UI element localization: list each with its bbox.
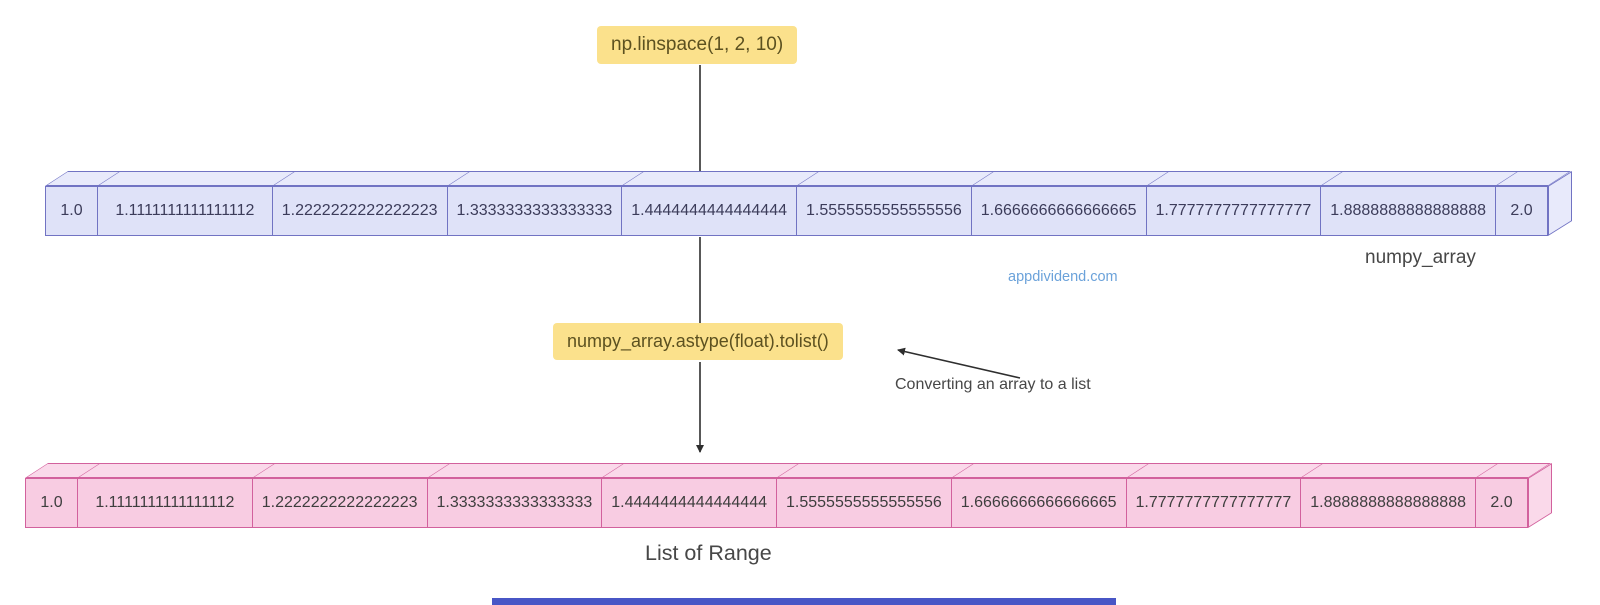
tolist-code-box: numpy_array.astype(float).tolist() — [553, 323, 843, 360]
list-array-front-face: 1.0 1.1111111111111112 1.222222222222222… — [25, 478, 1528, 528]
list-cell: 1.0 — [26, 479, 78, 527]
array-cell: 2.0 — [1510, 202, 1533, 219]
numpy-array-3d: 1.0 1.1111111111111112 1.222222222222222… — [45, 171, 1572, 236]
list-cell: 2.0 — [1490, 494, 1513, 511]
array-cell: 1.4444444444444444 — [622, 187, 797, 235]
linspace-code-box: np.linspace(1, 2, 10) — [597, 26, 798, 64]
numpy-array-front-face: 1.0 1.1111111111111112 1.222222222222222… — [45, 186, 1548, 236]
list-cell: 1.3333333333333333 — [428, 479, 603, 527]
array-cell: 1.5555555555555556 — [797, 187, 972, 235]
list-cell: 1.8888888888888888 — [1301, 479, 1476, 527]
array-cell: 1.0 — [46, 187, 98, 235]
list-cell: 1.2222222222222223 — [253, 479, 428, 527]
numpy-array-top-face — [45, 171, 1572, 186]
bottom-accent-bar — [492, 598, 1116, 605]
array-cell: 1.7777777777777777 — [1147, 187, 1322, 235]
list-cell: 1.6666666666666665 — [952, 479, 1127, 527]
list-cell: 1.4444444444444444 — [602, 479, 777, 527]
list-array-3d: 1.0 1.1111111111111112 1.222222222222222… — [25, 463, 1552, 528]
list-array-top-face — [25, 463, 1552, 478]
list-cell: 1.5555555555555556 — [777, 479, 952, 527]
watermark-text: appdividend.com — [1008, 269, 1118, 285]
array-cell: 1.2222222222222223 — [273, 187, 448, 235]
list-cell: 1.1111111111111112 — [78, 479, 253, 527]
list-of-range-label: List of Range — [645, 541, 772, 565]
array-cell: 1.8888888888888888 — [1321, 187, 1496, 235]
numpy-array-label: numpy_array — [1365, 247, 1476, 268]
array-cell: 1.3333333333333333 — [448, 187, 623, 235]
list-cell: 1.7777777777777777 — [1127, 479, 1302, 527]
array-cell: 1.1111111111111112 — [98, 187, 273, 235]
annotation-label: Converting an array to a list — [895, 376, 1091, 393]
array-cell: 1.6666666666666665 — [972, 187, 1147, 235]
annotation-arrow — [897, 347, 1021, 379]
